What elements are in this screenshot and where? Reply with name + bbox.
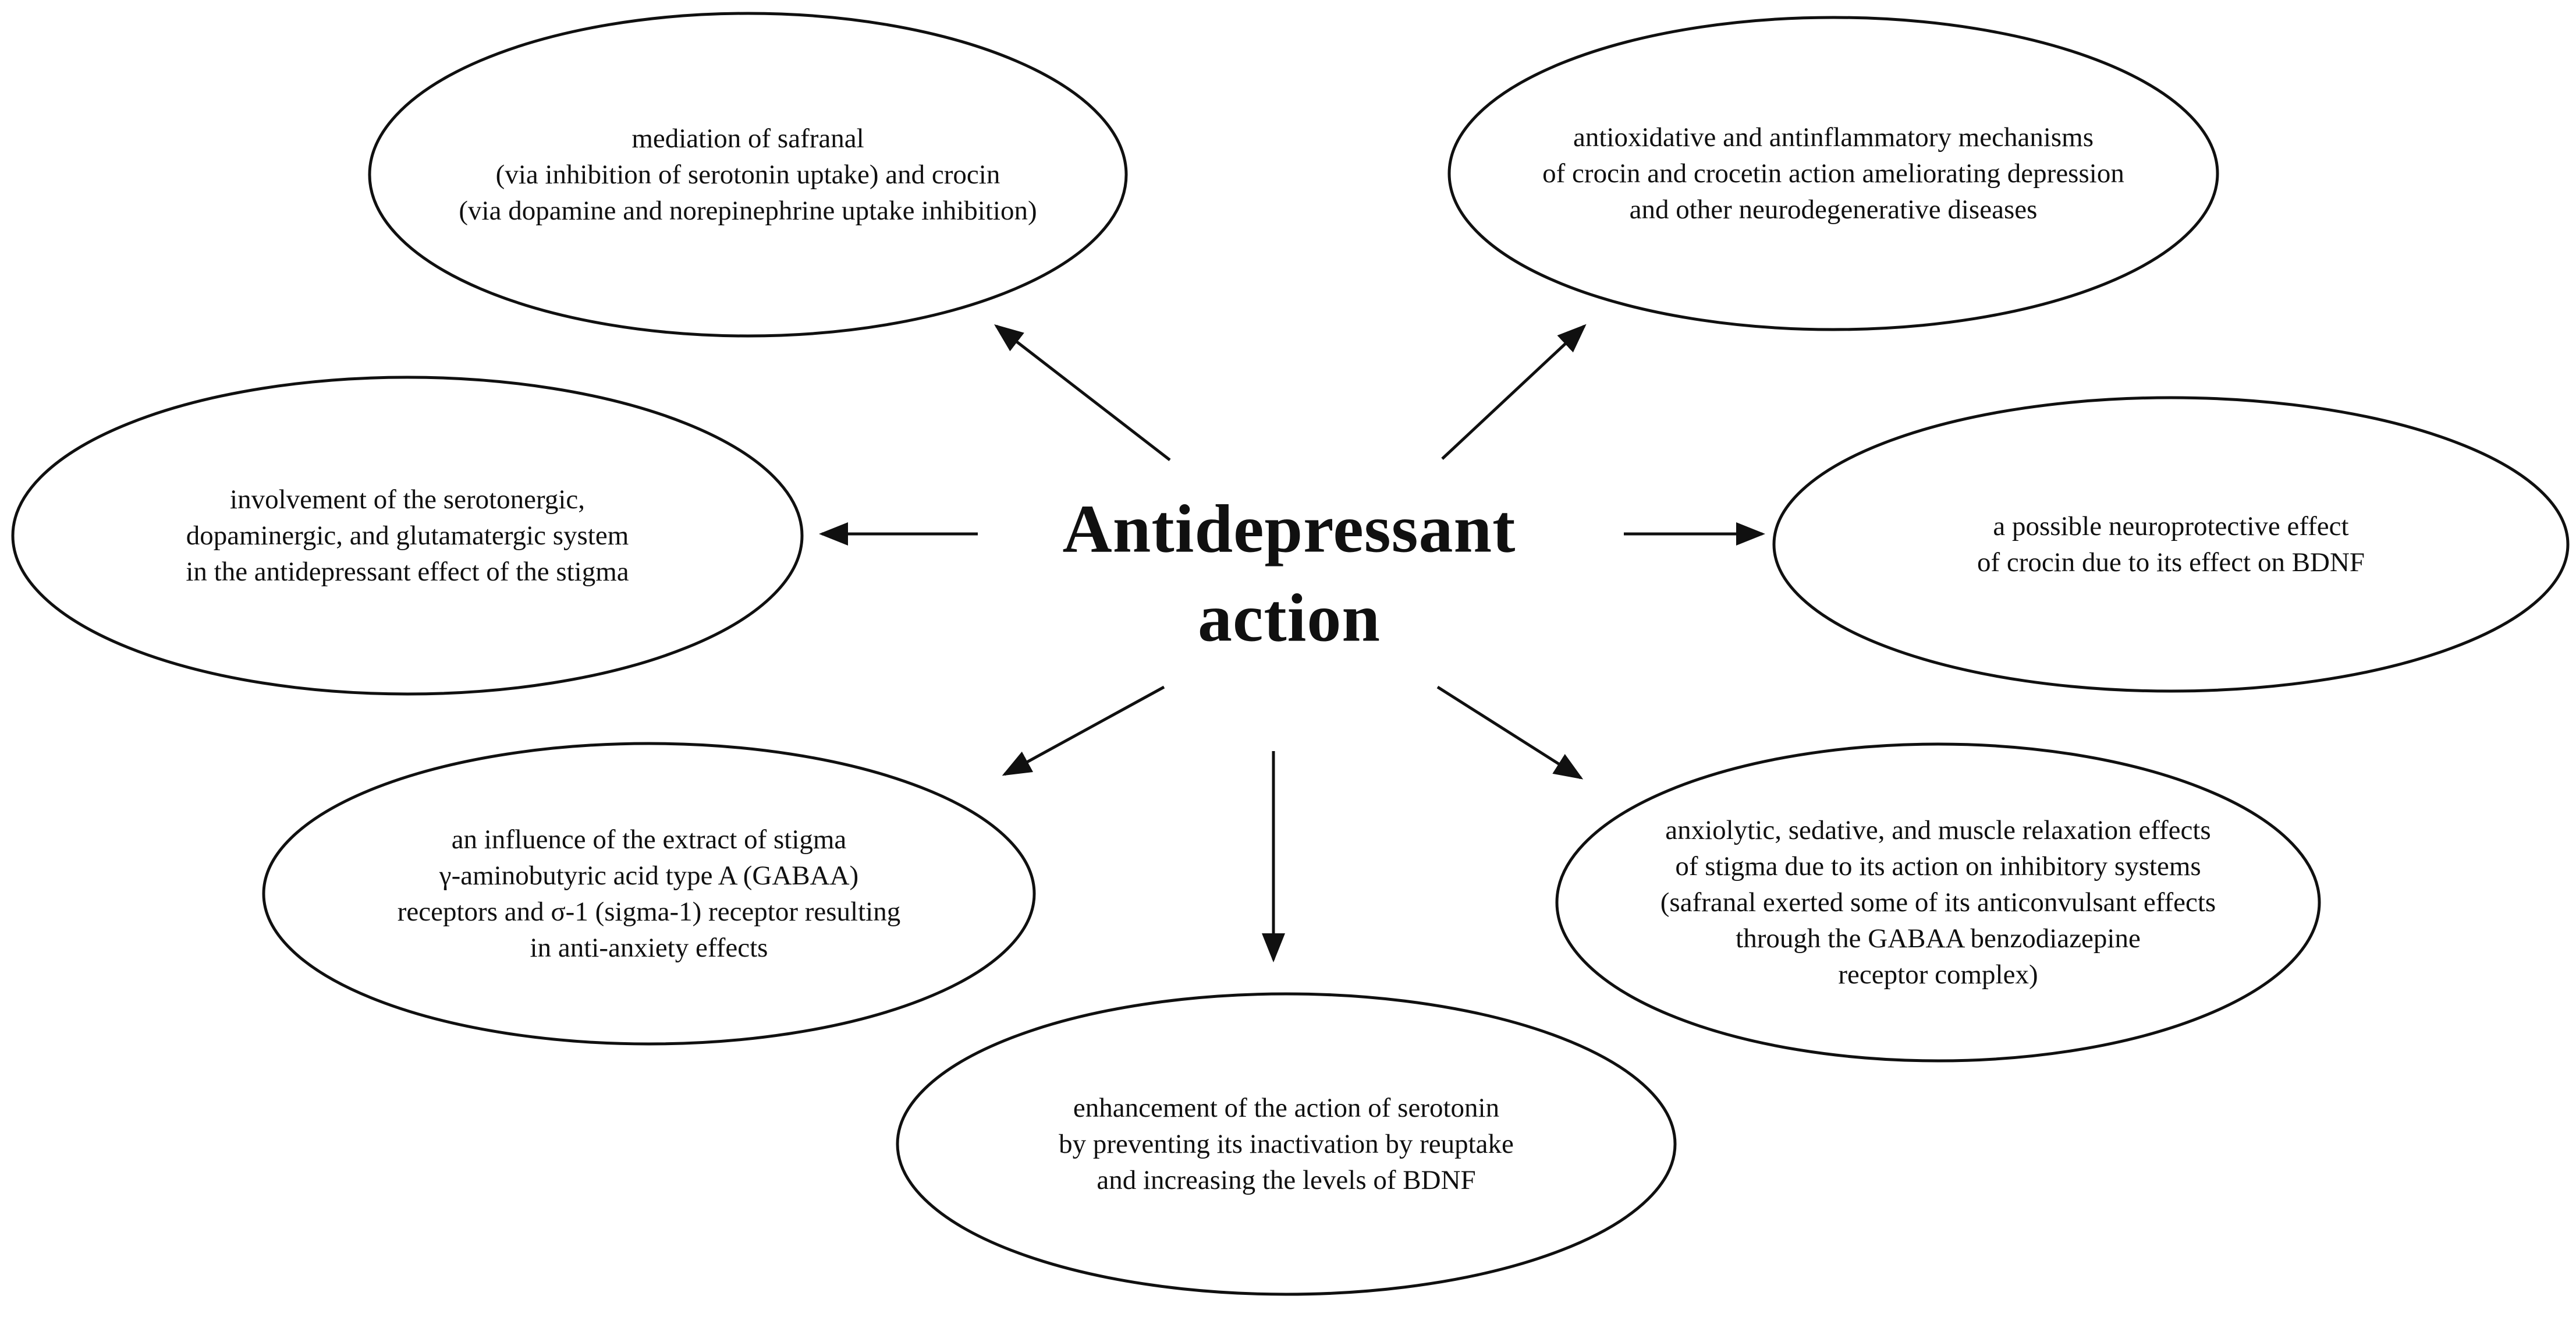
ellipse-bottom-right (1555, 742, 2321, 1063)
node-label-bottom-center: enhancement of the action of serotonin b… (1059, 1092, 1514, 1196)
ellipse-left (11, 376, 804, 696)
node-label-bottom-left: an influence of the extract of stigma γ-… (397, 824, 901, 964)
node-label-top-right: antioxidative and antinflammatory mechan… (1542, 122, 2124, 225)
node-label-top-left: mediation of safranal (via inhibition of… (459, 123, 1037, 226)
arrow-to-bottom-center-right (1436, 685, 1584, 780)
ellipse-top-right (1447, 16, 2219, 331)
arrow-to-top-left (994, 324, 1171, 461)
node-label-right: a possible neuroprotective effect of cro… (1977, 511, 2365, 578)
ellipse-bottom-left (262, 742, 1036, 1046)
ellipse-right (1772, 396, 2570, 693)
node-label-left: involvement of the serotonergic, dopamin… (186, 484, 629, 587)
arrow-to-bottom-left (1002, 685, 1165, 776)
ellipse-bottom-center (896, 992, 1677, 1296)
node-label-bottom-right: anxiolytic, sedative, and muscle relaxat… (1660, 815, 2216, 990)
center-title: Antidepressant action (1062, 490, 1516, 656)
arrow-to-top-right (1441, 324, 1587, 460)
ellipse-top-left (368, 12, 1128, 338)
